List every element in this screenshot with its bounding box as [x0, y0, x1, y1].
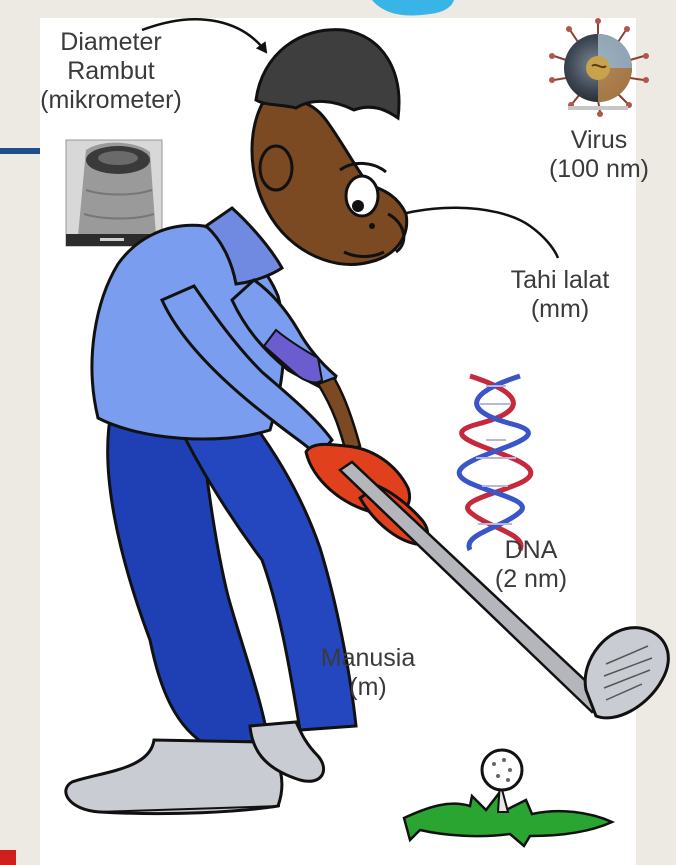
dna-label-line2: (2 nm) [476, 565, 586, 594]
virus-label-line1: Virus [514, 126, 676, 155]
hair-label-line3: (mikrometer) [18, 86, 204, 115]
virus-label-line2: (100 nm) [514, 155, 676, 184]
hair-label-line2: Rambut [18, 57, 204, 86]
mole-label-line1: Tahi lalat [480, 266, 640, 295]
virus-label: Virus (100 nm) [514, 126, 676, 184]
mole-label-line2: (mm) [480, 295, 640, 324]
human-label: Manusia (m) [298, 644, 438, 702]
hair-micrograph-icon [66, 140, 162, 246]
mole-label: Tahi lalat (mm) [480, 266, 640, 324]
human-label-line2: (m) [298, 673, 438, 702]
hair-label: Diameter Rambut (mikrometer) [18, 28, 204, 115]
hair-label-line1: Diameter [18, 28, 204, 57]
human-label-line1: Manusia [298, 644, 438, 673]
dna-label-line1: DNA [476, 536, 586, 565]
dna-label: DNA (2 nm) [476, 536, 586, 594]
